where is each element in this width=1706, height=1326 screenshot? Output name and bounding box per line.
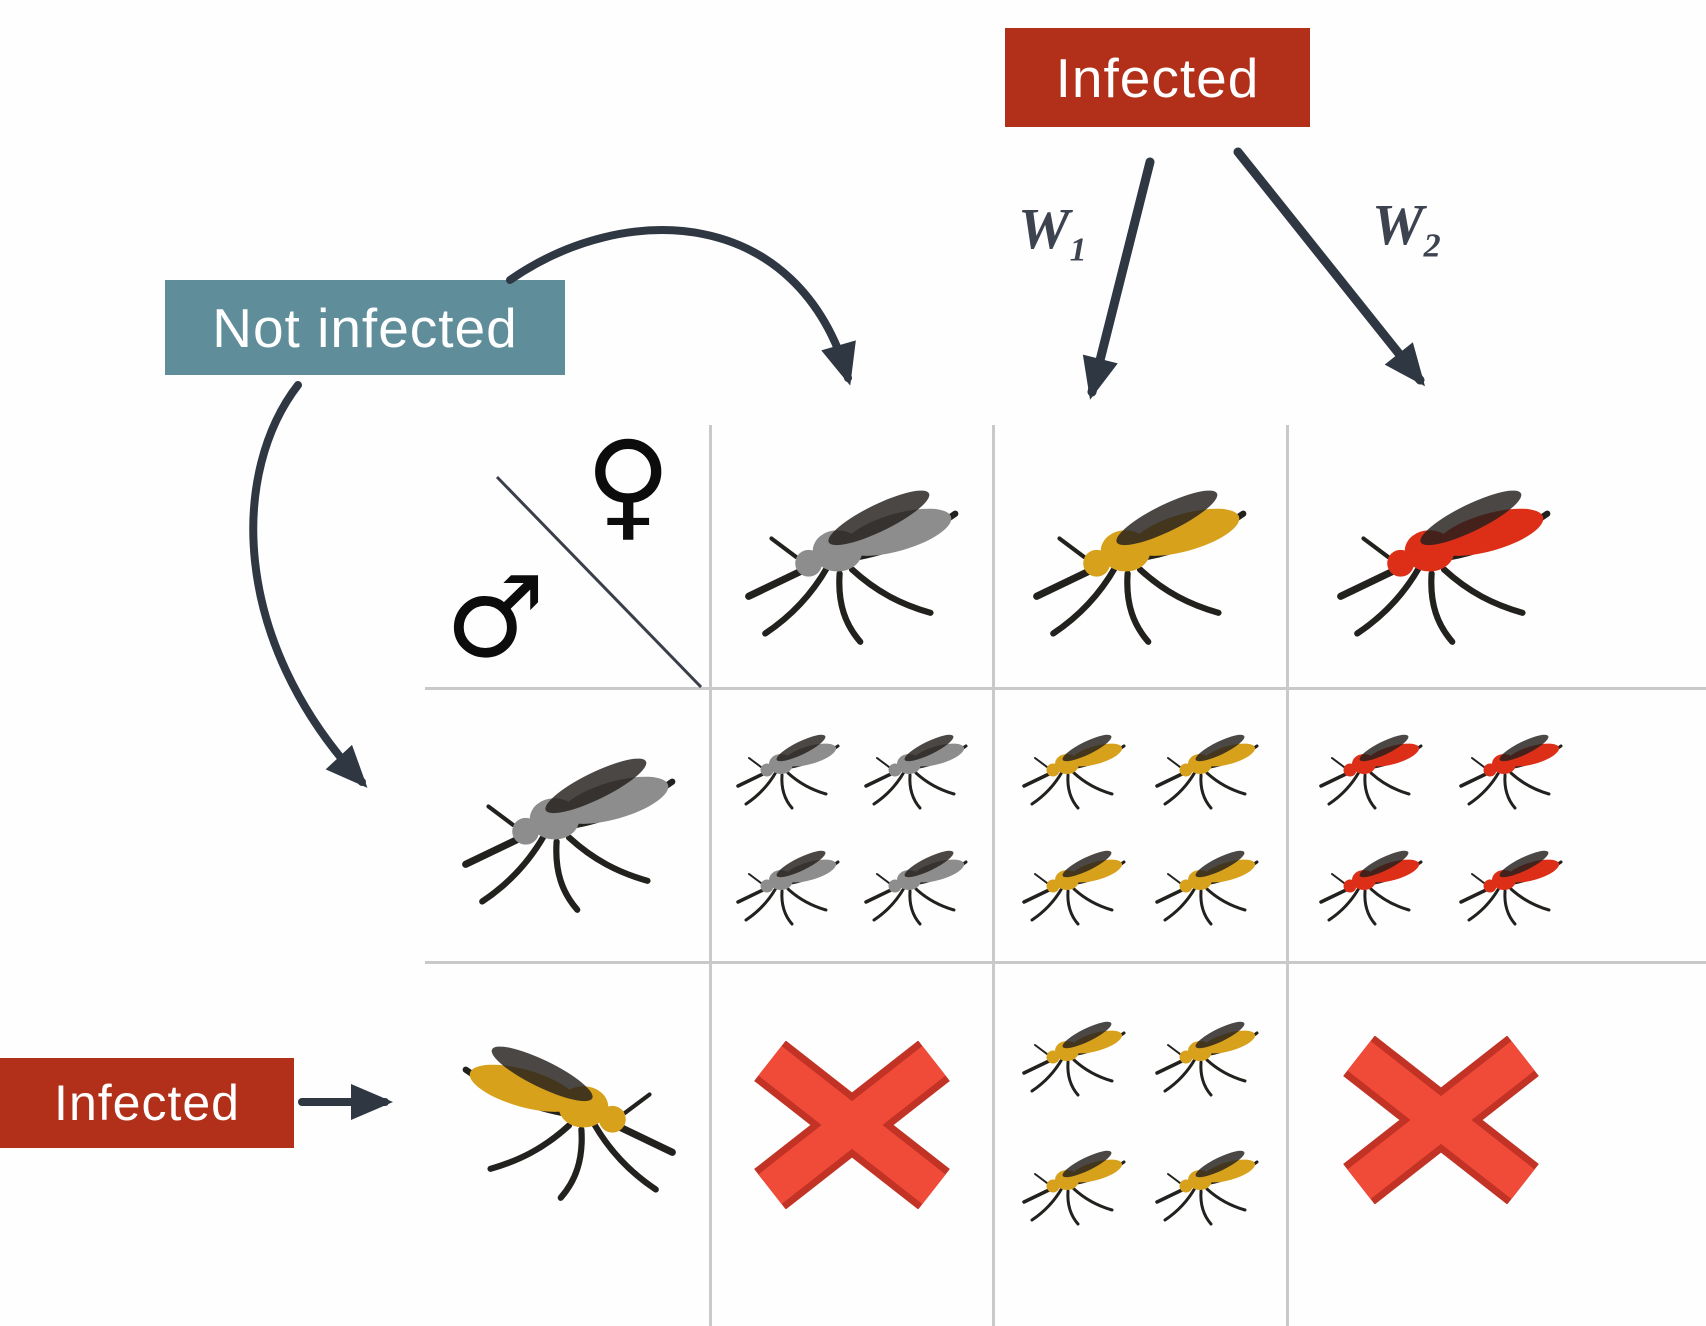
w2-sub: 2 [1423,227,1441,265]
column-header-w2-infected-female [1289,430,1599,680]
offspring-mosquito-icon [1021,1144,1126,1226]
offspring-mosquito-icon [736,844,841,926]
cell-uninfected-x-w2-offspring [1291,692,1591,956]
grid-line-horizontal-1 [425,687,1706,690]
arrow-infected-w2 [1233,147,1425,387]
column-header-w1-infected-female [995,430,1284,680]
column-header-uninfected-female [712,430,991,680]
cell-uninfected-x-w1-offspring [997,692,1283,956]
infected-label-top: Infected [1005,28,1310,127]
arrow-notinfected-to-male-row [249,381,368,788]
grid-line-horizontal-2 [425,961,1706,964]
row-header-infected-male [430,980,708,1242]
corner-diagonal-line [495,475,703,688]
offspring-mosquito-icon [1319,844,1424,926]
female-symbol: ♀ [585,415,672,553]
w2-base: W [1372,192,1424,257]
offspring-mosquito-icon [864,728,969,810]
male-symbol: ♂ [445,553,546,683]
offspring-mosquito-icon [1459,844,1564,926]
arrow-infected-w1 [1082,157,1155,400]
grid-line-vertical-2 [992,425,995,1326]
offspring-mosquito-icon [1021,844,1126,926]
offspring-mosquito-icon [1154,1144,1259,1226]
cell-infected-x-w2-incompatible [1291,975,1591,1265]
infected-male-mosquito-icon [443,1016,695,1206]
offspring-mosquito-icon [1459,728,1564,810]
offspring-mosquito-icon [1319,728,1424,810]
offspring-mosquito-icon [736,728,841,810]
offspring-mosquito-icon [1154,1015,1259,1097]
uninfected-female-mosquito-icon [726,460,978,650]
grid-line-vertical-3 [1286,425,1289,1326]
grid-line-vertical-1 [709,425,712,1326]
uninfected-male-mosquito-icon [443,728,695,918]
not-infected-label: Not infected [165,280,565,375]
offspring-mosquito-icon [864,844,969,926]
offspring-mosquito-icon [1021,1015,1126,1097]
infected-label-bottom: Infected [0,1058,294,1148]
offspring-mosquito-icon [1021,728,1126,810]
w1-base: W [1018,196,1070,261]
cell-infected-x-uninfected-incompatible [714,980,990,1270]
w2-infected-female-mosquito-icon [1318,460,1570,650]
w1-sub: 1 [1069,231,1087,269]
incompatible-cross-icon [1343,1036,1539,1204]
w2-strain-label: W2 [1372,196,1441,264]
incompatible-cross-icon [754,1041,950,1209]
cell-infected-x-w1-offspring [997,972,1283,1262]
row-header-uninfected-male [430,692,708,954]
w1-infected-female-mosquito-icon [1014,460,1266,650]
w1-strain-label: W1 [1018,200,1087,268]
offspring-mosquito-icon [1154,844,1259,926]
cell-uninfected-x-uninfected-offspring [714,692,990,956]
offspring-mosquito-icon [1154,728,1259,810]
